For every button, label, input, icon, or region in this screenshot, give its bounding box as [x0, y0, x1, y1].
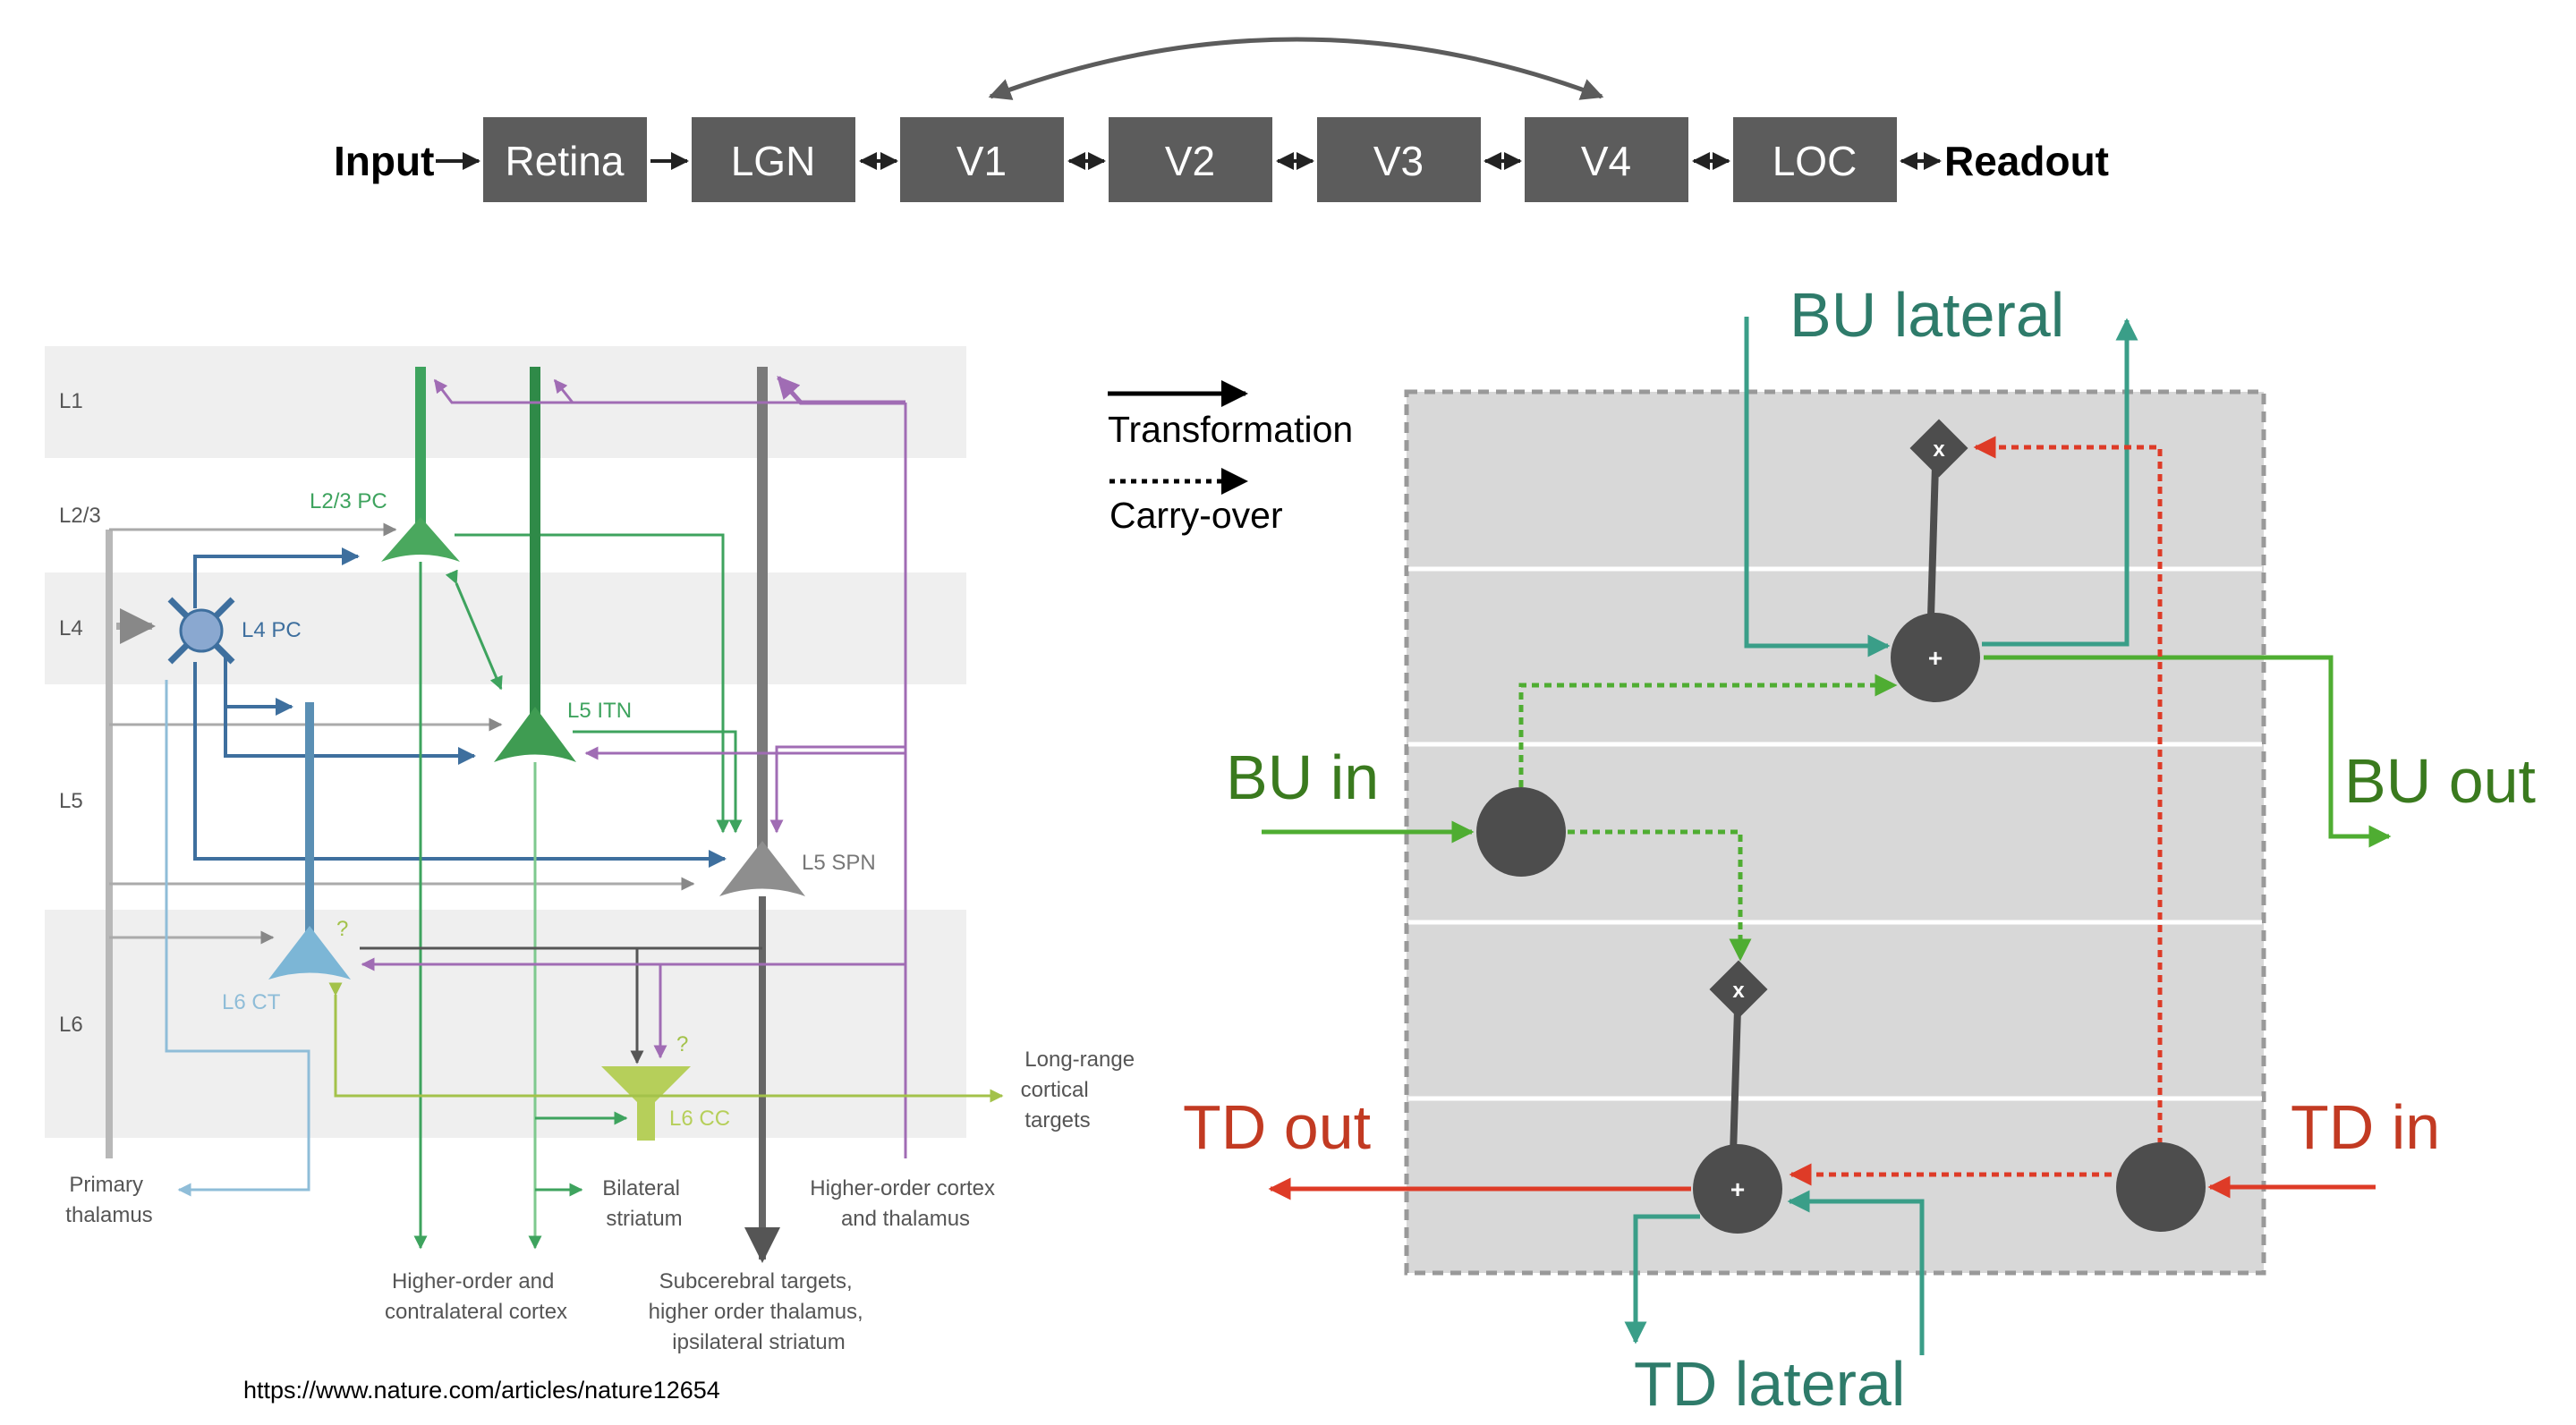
- td-in-node: [2116, 1142, 2206, 1232]
- l4-to-l5itn: [224, 653, 476, 765]
- bu-lateral-output: [1982, 318, 2138, 647]
- purple-to-l5itn-tuft: [553, 378, 574, 403]
- l4-to-l5spn: [193, 662, 727, 868]
- svg-text:V4: V4: [1581, 138, 1631, 184]
- pipeline-input-label: Input: [334, 138, 434, 184]
- circuit-block: BU lateral BU in BU out TD in TD out TD …: [1183, 280, 2536, 1419]
- upper-add-node: +: [1891, 613, 1980, 702]
- cell-label-l6-ct: L6 CT: [222, 990, 281, 1014]
- layer-label-l1: L1: [59, 389, 83, 413]
- l23-l5itn-link: [445, 569, 503, 691]
- cell-label-l5-spn: L5 SPN: [802, 851, 876, 875]
- stage-lgn: LGN: [692, 117, 855, 202]
- legend-transformation-label: Transformation: [1108, 409, 1353, 450]
- td-lateral-input: [1787, 1190, 1925, 1355]
- purple-to-l5spn-tuft: [777, 376, 905, 405]
- svg-text:V3: V3: [1373, 138, 1424, 184]
- target-long-range-cortical: Long-range cortical targets: [1021, 1048, 1141, 1132]
- svg-text:V1: V1: [956, 138, 1007, 184]
- purple-to-l23-tuft: [433, 378, 905, 404]
- td-lateral-output: [1624, 1214, 1700, 1344]
- target-primary-thalamus: Primary thalamus: [65, 1173, 152, 1227]
- source-url: https://www.nature.com/articles/nature12…: [243, 1377, 720, 1404]
- td-lateral-label: TD lateral: [1634, 1349, 1905, 1419]
- td-carry-over-up: [1973, 436, 2163, 1145]
- td-in-label: TD in: [2291, 1092, 2440, 1162]
- l5-spn-soma: [719, 841, 805, 896]
- bu-in-node: [1476, 787, 1566, 877]
- svg-text:+: +: [1730, 1175, 1745, 1203]
- l4-to-l23: [193, 547, 360, 608]
- target-subcerebral: Subcerebral targets, higher order thalam…: [649, 1269, 870, 1354]
- target-higher-order-contralateral: Higher-order and contralateral cortex: [385, 1269, 567, 1324]
- pipeline-readout-label: Readout: [1944, 138, 2109, 184]
- bu-out-path: [1984, 655, 2392, 848]
- cell-label-l5-itn: L5 ITN: [567, 699, 632, 723]
- legend-carry-over-label: Carry-over: [1109, 495, 1283, 536]
- l6cc-long-range-output: [328, 982, 1004, 1103]
- lower-multiply-node: x: [1709, 960, 1768, 1019]
- l4-pc-soma: [167, 597, 235, 665]
- bu-carry-over-down: [1568, 829, 1752, 962]
- stage-loc: LOC: [1733, 117, 1897, 202]
- layer-label-l4: L4: [59, 616, 83, 640]
- upper-multiply-node: x: [1909, 419, 1968, 478]
- l6cc-question-mark: ?: [676, 1032, 688, 1056]
- layer-label-l6: L6: [59, 1013, 83, 1037]
- bu-lateral-input: [1744, 317, 1891, 657]
- cell-label-l4-pc: L4 PC: [242, 618, 302, 642]
- upper-stem: [1927, 464, 1939, 618]
- stage-v4: V4: [1525, 117, 1688, 202]
- layer-band-l6: [45, 910, 966, 1138]
- pipeline: Input Retina LGN V1 V2 V3 V4: [334, 37, 2109, 202]
- l23-pc-soma: [381, 517, 460, 562]
- l6ct-question-mark: ?: [336, 917, 348, 941]
- cell-label-l23-pc: L2/3 PC: [310, 489, 387, 513]
- l6-ct-soma: [268, 926, 351, 980]
- l5-itn-soma: [494, 707, 576, 762]
- svg-text:Retina: Retina: [506, 138, 625, 184]
- l6ct-to-primary-thalamus: [165, 680, 310, 1197]
- purple-to-l5spn: [769, 745, 905, 834]
- svg-text:x: x: [1933, 437, 1945, 462]
- svg-text:x: x: [1732, 979, 1745, 1003]
- td-out-label: TD out: [1183, 1092, 1371, 1162]
- target-higher-order-cortex-thalamus: Higher-order cortex and thalamus: [810, 1176, 1000, 1231]
- l5itn-to-l5spn: [573, 730, 743, 834]
- svg-text:V2: V2: [1165, 138, 1215, 184]
- legend: Transformation Carry-over: [1108, 380, 1353, 536]
- target-bilateral-striatum: Bilateral striatum: [602, 1176, 685, 1231]
- svg-text:LOC: LOC: [1773, 138, 1858, 184]
- stage-retina: Retina: [483, 117, 647, 202]
- lower-stem: [1730, 1008, 1741, 1155]
- svg-text:+: +: [1928, 644, 1943, 672]
- layer-label-l5: L5: [59, 789, 83, 813]
- bu-in-label: BU in: [1226, 742, 1379, 812]
- svg-text:LGN: LGN: [731, 138, 816, 184]
- lower-add-node: +: [1693, 1144, 1782, 1234]
- cell-label-l6-cc: L6 CC: [669, 1107, 730, 1131]
- stage-v3: V3: [1317, 117, 1481, 202]
- bu-out-label: BU out: [2344, 746, 2536, 816]
- stage-v1: V1: [900, 117, 1064, 202]
- bu-lateral-label: BU lateral: [1790, 280, 2064, 350]
- layer-label-l23: L2/3: [59, 504, 101, 528]
- v1-v4-feedback-arc: [988, 37, 1604, 100]
- bu-carry-over-up: [1518, 674, 1898, 787]
- cortical-circuit: L1 L2/3 L4 L5 L6 L2/3 PC L5 ITN: [45, 346, 1141, 1404]
- stage-v2: V2: [1109, 117, 1272, 202]
